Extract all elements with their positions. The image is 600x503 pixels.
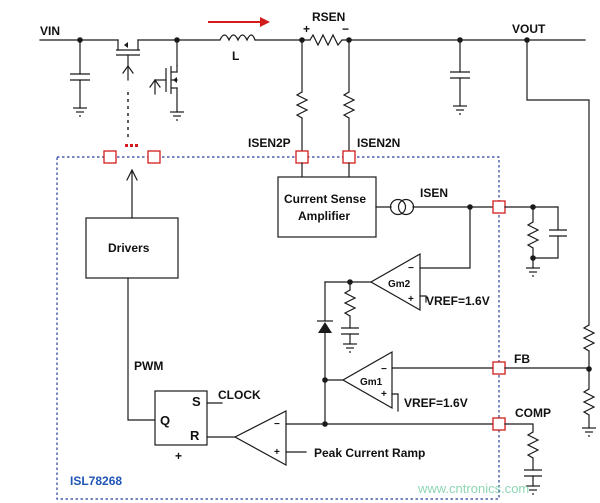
resistor-icon: [526, 431, 540, 459]
output-capacitor: [450, 39, 470, 107]
current-source-icon: [389, 198, 415, 216]
isen-label: ISEN: [420, 186, 448, 200]
high-side-gate-arrow: [122, 64, 134, 81]
vout-label: VOUT: [512, 22, 546, 36]
resistor-icon: [582, 324, 596, 352]
drivers-box: [85, 217, 179, 279]
ground-icon: [526, 485, 540, 495]
pin-isen2p: [295, 150, 309, 164]
chip-boundary: [56, 156, 500, 500]
vref-bottom-label: VREF=1.6V: [404, 396, 468, 410]
drivers-output-arrow: [126, 168, 138, 219]
watermark: www.cntronics.com: [417, 481, 529, 496]
current-sense-amplifier-box: [277, 176, 377, 238]
latch-r-label: R: [190, 428, 200, 443]
inductor-label: L: [232, 49, 239, 63]
chip-name-label: ISL78268: [70, 474, 122, 488]
latch-s-label: S: [192, 394, 201, 409]
comp-label: COMP: [515, 406, 551, 420]
resistor-icon: [343, 289, 357, 317]
gm2-minus: −: [408, 263, 414, 274]
power-rail: [39, 37, 586, 43]
rsen-minus: −: [342, 22, 349, 36]
inductor-icon: [219, 34, 256, 42]
gm1-label: Gm1: [360, 377, 383, 388]
csa-label-line1: Current Sense: [284, 192, 366, 206]
amplifier-icon: [369, 252, 421, 312]
diode-icon: [317, 320, 333, 333]
latch-plus-label: +: [175, 449, 182, 463]
amplifier-icon: [341, 350, 393, 410]
mosfet-icon: [154, 65, 178, 94]
rsen-label: RSEN: [312, 10, 345, 24]
input-capacitor: [70, 39, 90, 109]
ground-icon: [170, 111, 184, 121]
resistor-icon: [526, 221, 540, 249]
cmp-minus: −: [274, 419, 280, 430]
fb-label: FB: [514, 352, 530, 366]
cmp-plus: +: [274, 447, 280, 458]
pin-fb: [492, 361, 506, 375]
ground-icon: [453, 105, 467, 115]
pin-isen2n: [342, 150, 356, 164]
isen2p-label: ISEN2P: [248, 136, 291, 150]
ground-icon: [526, 267, 540, 277]
sr-latch-box: [154, 390, 208, 446]
rsen-plus: +: [303, 22, 310, 36]
mosfet-icon: [116, 39, 140, 67]
pwm-label: PWM: [134, 359, 163, 373]
pin-isen: [492, 200, 506, 214]
pin-marker-icon: [103, 150, 117, 164]
low-side-gate-arrow: [149, 78, 161, 95]
pin-comp: [492, 417, 506, 431]
resistor-icon: [342, 91, 356, 119]
resistor-icon: [582, 388, 596, 416]
ground-icon: [73, 107, 87, 117]
clock-label: CLOCK: [218, 388, 261, 402]
gm1-minus: −: [381, 364, 387, 375]
gm2-label: Gm2: [388, 279, 411, 290]
csa-label-line2: Amplifier: [298, 209, 350, 223]
ground-icon: [343, 343, 357, 353]
latch-q-label: Q: [160, 413, 170, 428]
current-arrow-icon: [208, 17, 270, 27]
amplifier-icon: [233, 410, 287, 467]
pin-ellipsis: [125, 144, 138, 147]
resistor-icon: [295, 91, 309, 119]
drivers-label: Drivers: [108, 241, 150, 255]
gm2-plus: +: [408, 294, 414, 305]
vin-label: VIN: [40, 24, 60, 38]
vref-top-label: VREF=1.6V: [426, 294, 490, 308]
isen2n-label: ISEN2N: [357, 136, 400, 150]
resistor-icon: [309, 33, 343, 47]
gm1-plus: +: [381, 389, 387, 400]
ground-icon: [582, 427, 596, 437]
peak-ramp-label: Peak Current Ramp: [314, 446, 425, 460]
pin-marker-icon: [147, 150, 161, 164]
